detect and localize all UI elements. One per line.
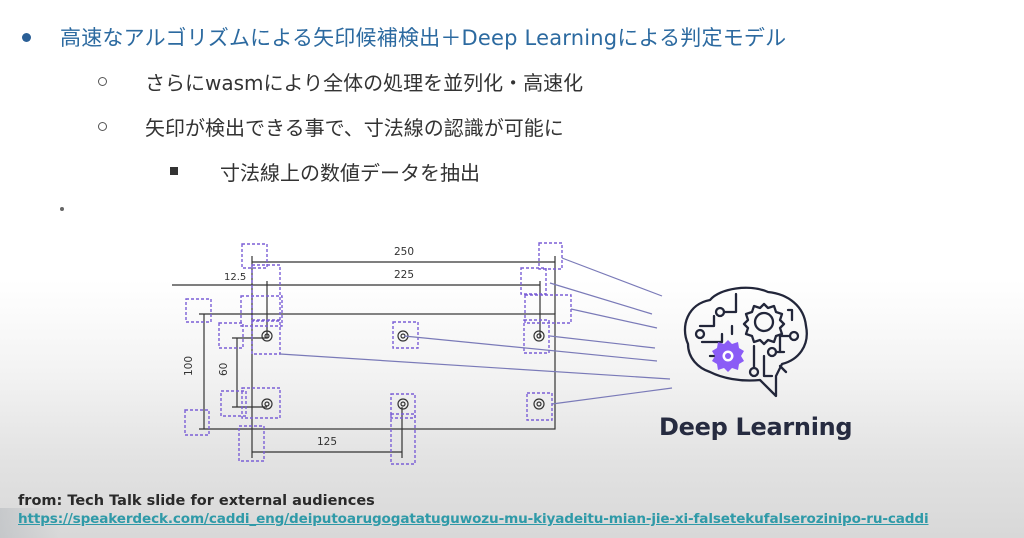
bullet-filled-square-icon (170, 167, 178, 175)
gear-outline-icon (742, 302, 786, 346)
bullet-hollow-circle-icon (98, 121, 107, 131)
source-from-text: from: Tech Talk slide for external audie… (18, 493, 375, 509)
dimension-labels: 250 225 12.5 100 60 125 (183, 246, 414, 448)
bullet-text: さらにwasmにより全体の処理を並列化・高速化 (145, 70, 584, 95)
corner-shade (0, 508, 60, 538)
connection-lines (279, 257, 673, 405)
bullet-level3-extract: 寸法線上の数値データを抽出 (170, 156, 480, 186)
dimension-label: 225 (394, 269, 414, 281)
dimension-label: 60 (218, 363, 230, 376)
deep-learning-label: Deep Learning (659, 413, 853, 441)
accent-gear-icon (712, 340, 744, 372)
bullet-empty-dot-icon (60, 207, 64, 211)
technical-drawing (172, 256, 556, 458)
dimension-label: 125 (317, 436, 337, 448)
bullet-hollow-circle-icon (98, 76, 107, 86)
bullet-level2-wasm: さらにwasmにより全体の処理を並列化・高速化 (98, 66, 583, 96)
bullet-text: 高速なアルゴリズムによる矢印候補検出＋Deep Learningによる判定モデル (60, 26, 787, 50)
dimension-drawing-figure: 250 225 12.5 100 60 125 (172, 242, 808, 465)
dimension-label: 100 (183, 356, 195, 376)
bullet-filled-circle-icon (22, 32, 31, 42)
source-link[interactable]: https://speakerdeck.com/caddi_eng/deiput… (18, 511, 929, 527)
source-citation: from: Tech Talk slide for external audie… (18, 493, 929, 527)
brain-circuit-icon (683, 286, 808, 398)
dimension-label: 250 (394, 246, 414, 258)
bullet-level1-main: 高速なアルゴリズムによる矢印候補検出＋Deep Learningによる判定モデル (22, 22, 786, 52)
dimension-label: 12.5 (224, 272, 246, 283)
arrow-candidate-boxes (184, 242, 572, 465)
bullet-level2-arrow-detection: 矢印が検出できる事で、寸法線の認識が可能に (98, 111, 564, 141)
bullet-text: 矢印が検出できる事で、寸法線の認識が可能に (145, 115, 564, 140)
bullet-text: 寸法線上の数値データを抽出 (220, 160, 480, 185)
